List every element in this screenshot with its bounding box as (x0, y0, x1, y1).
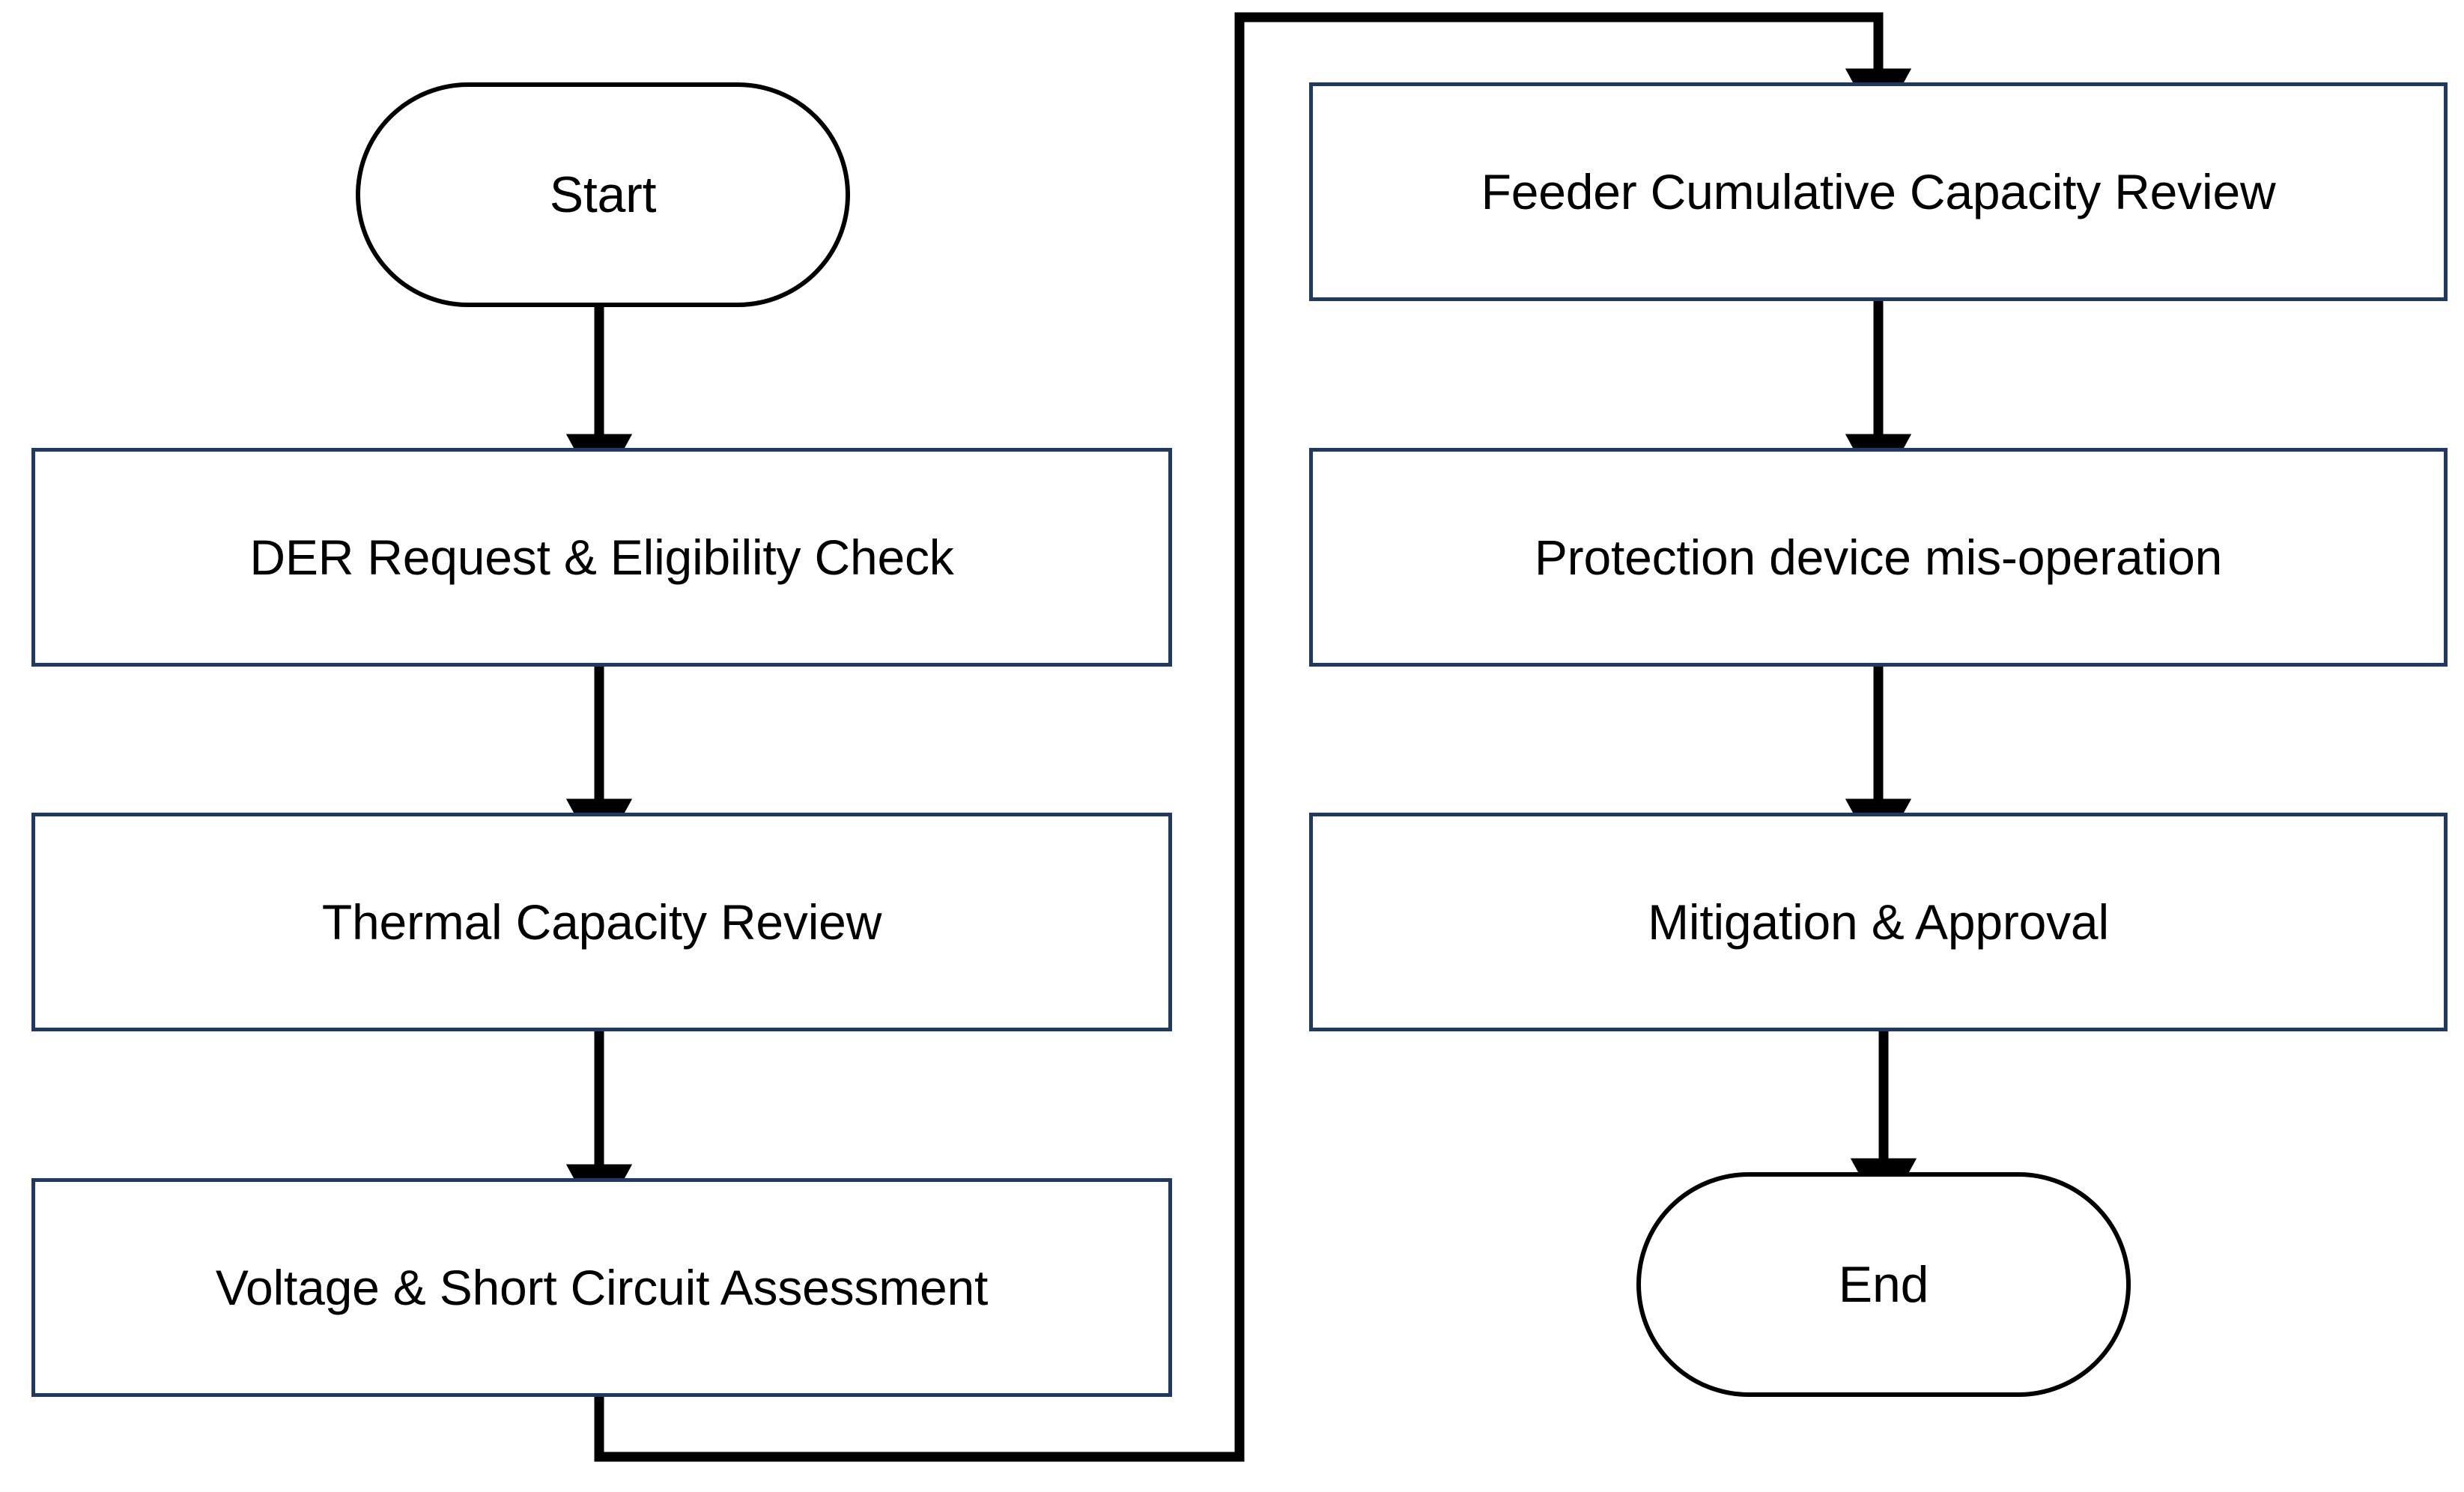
node-voltage-short-circuit-label: Voltage & Short Circuit Assessment (215, 1259, 989, 1315)
node-start-label: Start (549, 166, 657, 223)
node-feeder-cumulative[interactable]: Feeder Cumulative Capacity Review (1309, 82, 2448, 301)
node-end-label: End (1838, 1255, 1929, 1313)
node-protection-misoperation-label: Protection device mis-operation (1534, 529, 2223, 585)
node-thermal-capacity[interactable]: Thermal Capacity Review (31, 813, 1172, 1031)
node-end[interactable]: End (1636, 1172, 2131, 1397)
node-der-request-label: DER Request & Eligibility Check (249, 529, 954, 585)
node-voltage-short-circuit[interactable]: Voltage & Short Circuit Assessment (31, 1178, 1172, 1397)
node-thermal-capacity-label: Thermal Capacity Review (321, 894, 882, 950)
connector-voltage-to-feeder (594, 12, 1912, 1462)
node-mitigation-approval[interactable]: Mitigation & Approval (1309, 813, 2448, 1031)
node-mitigation-approval-label: Mitigation & Approval (1648, 894, 2109, 950)
node-der-request[interactable]: DER Request & Eligibility Check (31, 448, 1172, 667)
node-protection-misoperation[interactable]: Protection device mis-operation (1309, 448, 2448, 667)
node-start[interactable]: Start (356, 82, 850, 307)
node-feeder-cumulative-label: Feeder Cumulative Capacity Review (1481, 163, 2276, 219)
